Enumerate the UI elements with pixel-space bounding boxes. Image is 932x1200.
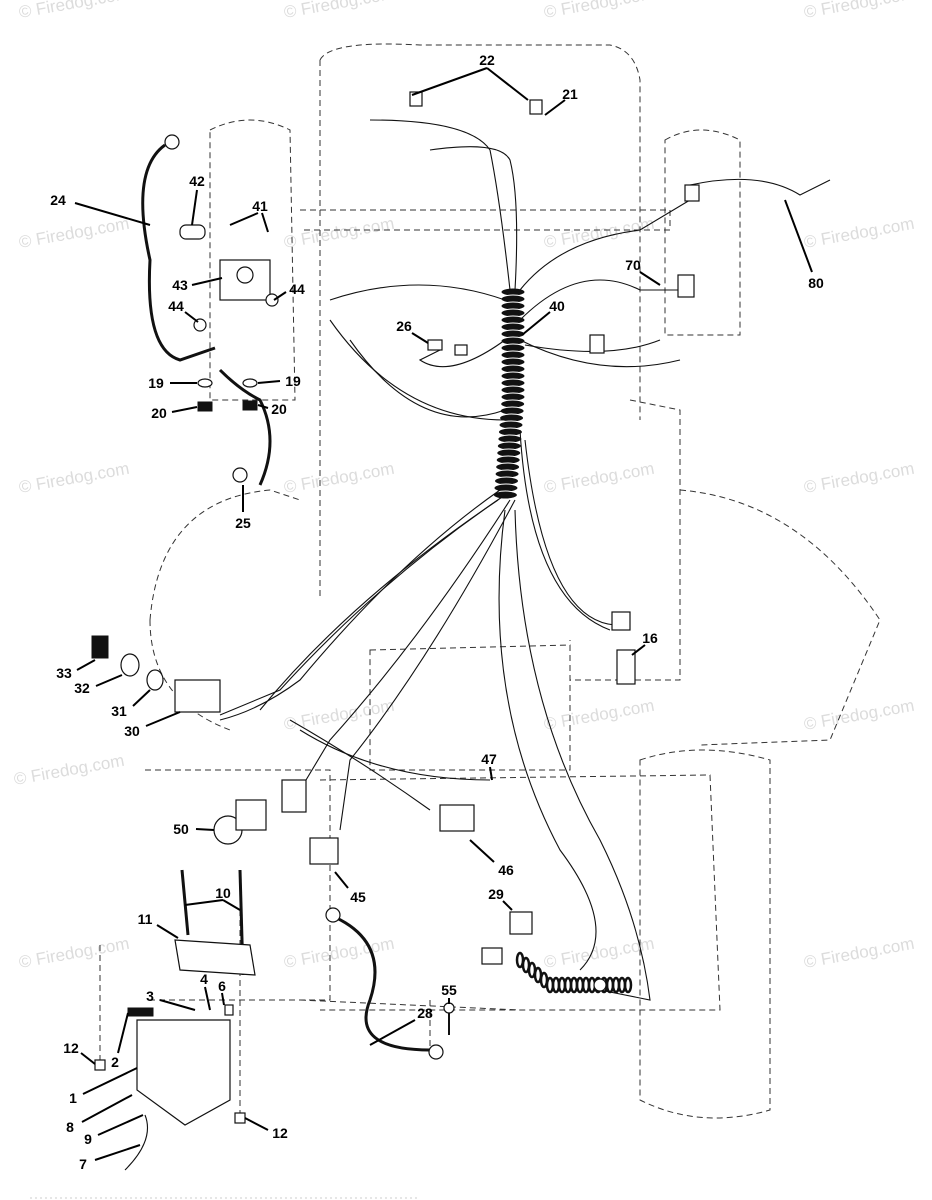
callout-50: 50: [173, 821, 189, 837]
callout-47: 47: [481, 751, 497, 767]
watermark-text: © Firedog.com: [802, 459, 915, 497]
callout-45: 45: [350, 889, 366, 905]
callout-12: 12: [63, 1040, 79, 1056]
components: [91, 91, 700, 1171]
connector-70: [684, 184, 700, 202]
callout-21: 21: [562, 86, 578, 102]
callout-44: 44: [168, 298, 184, 314]
callout-42: 42: [189, 173, 205, 189]
callout-labels: 22 21 24 42 41 43 44 44 19 19 20 20 25 2…: [50, 52, 824, 1172]
callout-24: 24: [50, 192, 66, 208]
callout-43: 43: [172, 277, 188, 293]
nut-32: [120, 653, 140, 677]
hold-down-11: [174, 939, 256, 976]
callout-4: 4: [200, 971, 208, 987]
callout-22: 22: [479, 52, 495, 68]
switch-29: [509, 911, 533, 935]
harness-wires: [141, 119, 831, 1052]
callout-19: 19: [148, 375, 164, 391]
callout-3: 3: [146, 988, 154, 1004]
callout-6: 6: [218, 978, 226, 994]
ammeter-46: [439, 804, 475, 832]
watermark-text: © Firedog.com: [542, 0, 655, 22]
watermark-text: © Firedog.com: [282, 214, 395, 252]
harness-coil: [492, 287, 633, 994]
hour-meter-45: [309, 837, 339, 865]
light-switch: [235, 799, 267, 831]
watermark-text: © Firedog.com: [802, 214, 915, 252]
callout-44: 44: [289, 281, 305, 297]
screw-55: [443, 1002, 455, 1014]
callout-70: 70: [625, 257, 641, 273]
callout-20: 20: [271, 401, 287, 417]
watermark-text: © Firedog.com: [542, 696, 655, 734]
callout-11: 11: [138, 911, 153, 927]
watermark-text: © Firedog.com: [542, 934, 655, 972]
callout-55: 55: [441, 982, 457, 998]
watermark-text: © Firedog.com: [282, 696, 395, 734]
callout-28: 28: [417, 1005, 433, 1021]
leader-lines: [74, 67, 813, 1161]
watermark-text: © Firedog.com: [17, 934, 130, 972]
callout-31: 31: [111, 703, 127, 719]
watermark-text: © Firedog.com: [282, 0, 395, 22]
watermark-text: © Firedog.com: [542, 459, 655, 497]
callout-26: 26: [396, 318, 412, 334]
watermark-text: © Firedog.com: [542, 214, 655, 252]
tractor-outline: [99, 43, 881, 1120]
watermark-text: © Firedog.com: [17, 214, 130, 252]
watermark-text: © Firedog.com: [802, 0, 915, 22]
ring-terminal-28: [325, 907, 341, 923]
callout-8: 8: [66, 1119, 74, 1135]
connector-block: [281, 779, 307, 813]
clip-12: [94, 1059, 106, 1071]
callout-9: 9: [84, 1131, 92, 1147]
callout-16: 16: [642, 630, 658, 646]
callout-29: 29: [488, 886, 504, 902]
callout-2: 2: [111, 1054, 119, 1070]
callout-25: 25: [235, 515, 251, 531]
battery-1: [136, 1019, 231, 1126]
callout-32: 32: [74, 680, 90, 696]
watermark-text: © Firedog.com: [802, 696, 915, 734]
callout-33: 33: [56, 665, 72, 681]
key-33: [91, 635, 109, 659]
ring-terminal-24: [164, 134, 180, 150]
callout-40: 40: [549, 298, 565, 314]
watermark-text: © Firedog.com: [17, 459, 130, 497]
ring-terminal-25: [232, 467, 248, 483]
switch-16: [616, 649, 636, 685]
callout-1: 1: [69, 1090, 77, 1106]
callout-41: 41: [252, 198, 268, 214]
terminal-boot-42: [179, 224, 206, 240]
ignition-switch-30: [174, 679, 221, 713]
coil-loop: [623, 976, 633, 994]
callout-12: 12: [272, 1125, 288, 1141]
callout-46: 46: [498, 862, 514, 878]
callout-20: 20: [151, 405, 167, 421]
connector-26: [427, 339, 443, 351]
callout-7: 7: [79, 1156, 87, 1172]
callout-80: 80: [808, 275, 824, 291]
callout-10: 10: [215, 885, 231, 901]
watermark-text: © Firedog.com: [282, 459, 395, 497]
watermark-text: © Firedog.com: [17, 0, 130, 22]
watermark-text: © Firedog.com: [282, 934, 395, 972]
watermark-text: © Firedog.com: [802, 934, 915, 972]
bolt-2: [127, 1007, 154, 1017]
callout-19: 19: [285, 373, 301, 389]
callout-30: 30: [124, 723, 140, 739]
bolt-10: [180, 869, 190, 936]
watermark-text: © Firedog.com: [12, 751, 125, 789]
